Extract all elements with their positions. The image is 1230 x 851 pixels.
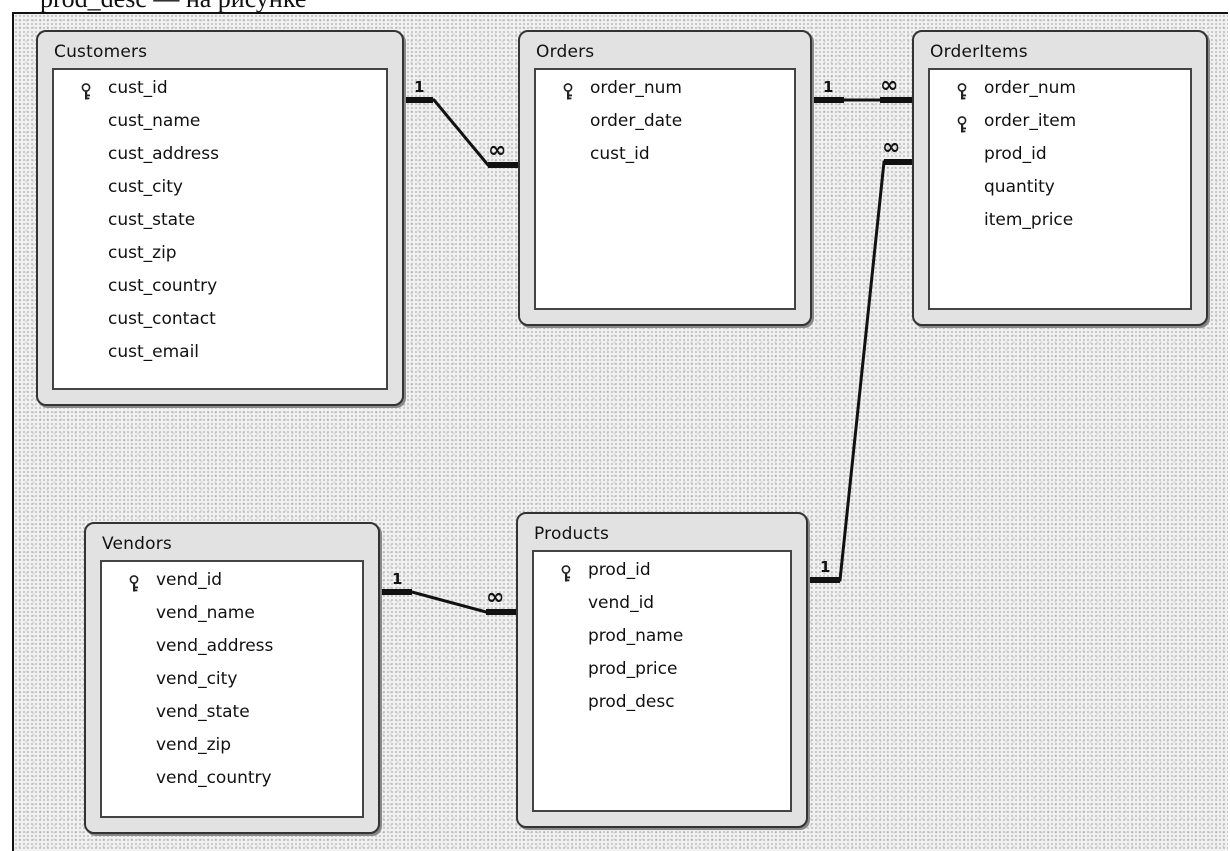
field-row[interactable]: order_item [930, 105, 1190, 138]
field-name: cust_id [590, 144, 650, 164]
many-label: ∞ [488, 138, 506, 163]
field-row[interactable]: vend_zip [102, 729, 362, 762]
field-name: prod_price [588, 659, 678, 679]
field-row[interactable]: prod_name [534, 620, 790, 653]
table-title: OrderItems [930, 42, 1028, 62]
field-name: quantity [984, 177, 1055, 197]
one-label: 1 [820, 558, 830, 576]
field-name: prod_id [984, 144, 1047, 164]
field-row[interactable]: cust_id [536, 138, 794, 171]
field-name: order_num [590, 78, 682, 98]
field-name: prod_desc [588, 692, 675, 712]
field-name: vend_name [156, 603, 255, 623]
field-name: vend_city [156, 669, 238, 689]
field-row[interactable]: order_num [536, 72, 794, 105]
table-title: Products [534, 524, 610, 544]
field-row[interactable]: prod_desc [534, 686, 790, 719]
table-products[interactable]: Products prod_id vend_id prod_name prod_pri… [516, 512, 808, 828]
field-row[interactable]: cust_email [54, 336, 386, 369]
key-icon [955, 80, 969, 100]
relationship-vendors-products[interactable]: 1 ∞ [380, 570, 516, 615]
key-icon [955, 113, 969, 133]
top-text: prod_desc — на рисунке [40, 0, 306, 14]
field-row[interactable]: prod_price [534, 653, 790, 686]
field-name: prod_id [588, 560, 651, 580]
field-list: order_num order_date cust_id [534, 68, 796, 310]
relationship-products-orderitems[interactable]: 1 ∞ [808, 135, 912, 583]
field-list: order_num order_item prod_id quantity item_p… [928, 68, 1192, 310]
field-row[interactable]: vend_id [534, 587, 790, 620]
field-name: vend_country [156, 768, 272, 788]
field-name: cust_contact [108, 309, 216, 329]
field-name: cust_id [108, 78, 168, 98]
field-name: cust_state [108, 210, 196, 230]
field-row[interactable]: vend_city [102, 663, 362, 696]
many-label: ∞ [880, 73, 898, 98]
field-name: prod_name [588, 626, 684, 646]
one-label: 1 [414, 78, 424, 96]
key-icon [561, 80, 575, 100]
field-name: cust_address [108, 144, 219, 164]
key-icon [559, 562, 573, 582]
field-row[interactable]: prod_id [534, 554, 790, 587]
field-name: cust_country [108, 276, 218, 296]
field-row[interactable]: order_num [930, 72, 1190, 105]
field-row[interactable]: vend_country [102, 762, 362, 795]
field-list: prod_id vend_id prod_name prod_price prod_de… [532, 550, 792, 812]
field-name: cust_name [108, 111, 201, 131]
one-label: 1 [392, 570, 402, 588]
field-name: vend_id [156, 570, 223, 590]
table-title: Orders [536, 42, 595, 62]
field-name: item_price [984, 210, 1074, 230]
relationship-customers-orders[interactable]: 1 ∞ [403, 78, 518, 168]
field-row[interactable]: prod_id [930, 138, 1190, 171]
field-name: vend_id [588, 593, 655, 613]
field-row[interactable]: vend_state [102, 696, 362, 729]
field-name: cust_email [108, 342, 200, 362]
field-row[interactable]: cust_country [54, 270, 386, 303]
field-row[interactable]: cust_contact [54, 303, 386, 336]
field-row[interactable]: cust_name [54, 105, 386, 138]
relationship-orders-orderitems[interactable]: 1 ∞ [812, 73, 912, 103]
field-name: vend_zip [156, 735, 232, 755]
field-name: cust_zip [108, 243, 177, 263]
key-icon [79, 80, 93, 100]
field-row[interactable]: item_price [930, 204, 1190, 237]
field-row[interactable]: cust_address [54, 138, 386, 171]
field-name: order_date [590, 111, 683, 131]
field-row[interactable]: cust_id [54, 72, 386, 105]
table-orders[interactable]: Orders order_num order_date cust_id [518, 30, 812, 326]
table-title: Customers [54, 42, 148, 62]
field-row[interactable]: cust_city [54, 171, 386, 204]
field-name: vend_address [156, 636, 274, 656]
field-name: order_num [984, 78, 1076, 98]
many-label: ∞ [882, 135, 900, 160]
one-label: 1 [823, 78, 833, 96]
table-title: Vendors [102, 534, 172, 554]
field-row[interactable]: cust_state [54, 204, 386, 237]
many-label: ∞ [486, 585, 504, 610]
field-name: cust_city [108, 177, 183, 197]
field-row[interactable]: order_date [536, 105, 794, 138]
field-row[interactable]: cust_zip [54, 237, 386, 270]
field-row[interactable]: quantity [930, 171, 1190, 204]
key-icon [127, 572, 141, 592]
field-name: vend_state [156, 702, 250, 722]
field-row[interactable]: vend_name [102, 597, 362, 630]
field-row[interactable]: vend_address [102, 630, 362, 663]
field-row[interactable]: vend_id [102, 564, 362, 597]
field-name: order_item [984, 111, 1077, 131]
